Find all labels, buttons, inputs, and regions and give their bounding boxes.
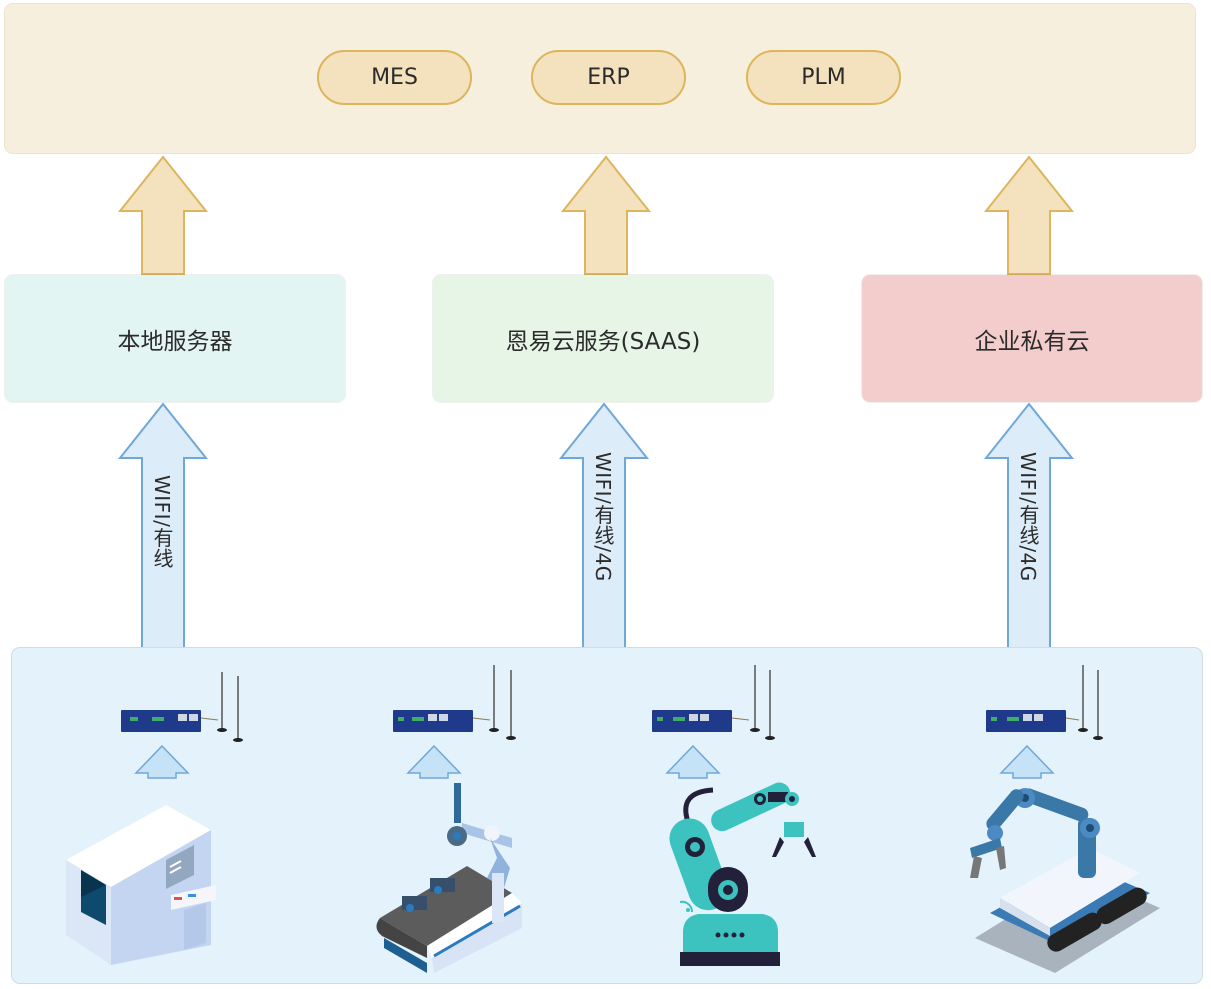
service-saas-label: 恩易云服务(SAAS): [505, 328, 701, 355]
gateway-router-icon: [121, 672, 243, 742]
app-mes: MES: [317, 50, 472, 105]
gateway-arrow: [134, 744, 190, 779]
industrial-robot-arm-icon: [669, 782, 816, 966]
app-mes-label: MES: [371, 65, 418, 90]
up-arrow-saas: [560, 155, 652, 275]
gateway-arrow: [406, 744, 462, 779]
conn-label-private: WIFI/有线/4G: [1016, 452, 1040, 582]
app-erp-label: ERP: [587, 65, 630, 90]
gateway-arrow: [999, 744, 1055, 779]
gateway-router-2: [393, 665, 516, 779]
app-plm: PLM: [746, 50, 901, 105]
gateway-router-3: [652, 665, 775, 779]
gateway-router-icon: [986, 665, 1103, 740]
service-saas: 恩易云服务(SAAS): [433, 275, 773, 402]
conn-label-saas: WIFI/有线/4G: [591, 452, 615, 582]
gateway-arrow: [665, 744, 721, 779]
service-local-server-label: 本地服务器: [117, 328, 233, 355]
up-arrow-local: [117, 155, 209, 275]
gateway-router-icon: [393, 665, 516, 740]
service-private-cloud: 企业私有云: [862, 275, 1202, 402]
cnc-machine-icon: [66, 805, 216, 965]
service-local-server: 本地服务器: [5, 275, 345, 402]
app-erp: ERP: [531, 50, 686, 105]
conn-label-local: WIFI/有线: [150, 475, 174, 569]
conveyor-robot-arm-icon: [376, 783, 522, 973]
gateway-router-1: [121, 672, 243, 779]
app-plm-label: PLM: [801, 65, 846, 90]
gateway-router-icon: [652, 665, 775, 740]
up-arrow-private: [983, 155, 1075, 275]
service-private-cloud-label: 企业私有云: [974, 328, 1090, 355]
gateway-router-4: [986, 665, 1103, 779]
tracked-robot-icon: [970, 788, 1160, 973]
